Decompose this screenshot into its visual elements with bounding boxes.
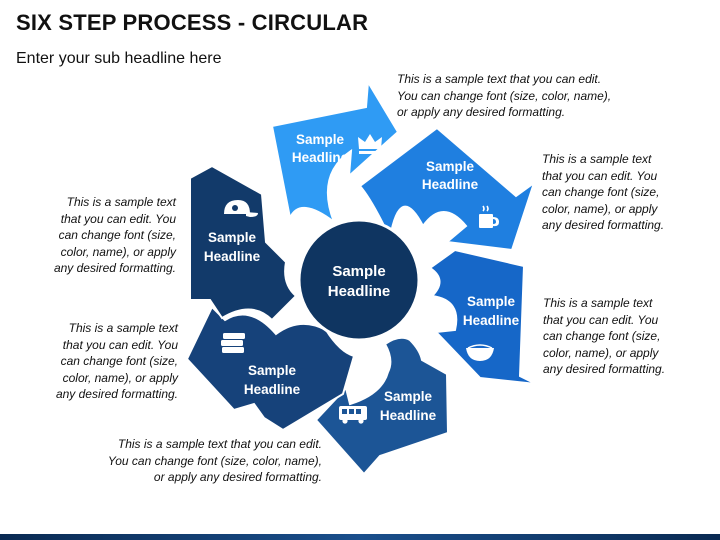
note-right-upper-line1: This is a sample text — [542, 152, 652, 166]
coffee-cup-icon — [479, 205, 499, 228]
note-right-lower-line4: color, name), or apply — [543, 345, 659, 360]
note-top: This is a sample text that you can edit.… — [397, 71, 611, 121]
segment-1-label-line2: Headline — [292, 150, 349, 165]
note-left-lower: This is a sample text that you can edit.… — [30, 320, 178, 403]
page-subtitle: Enter your sub headline here — [16, 50, 222, 67]
note-right-lower: This is a sample text that you can edit.… — [543, 295, 665, 378]
center-label-line2: Headline — [328, 283, 391, 300]
note-right-lower-line1: This is a sample text — [543, 296, 653, 310]
segment-3-label-line2: Headline — [463, 313, 520, 328]
segment-3-arrow — [428, 248, 537, 385]
segment-2[interactable]: Sample Headline — [358, 126, 536, 252]
note-right-lower-line3: can change font (size, — [543, 329, 661, 343]
note-left-upper-line3: can change font (size, — [58, 228, 176, 242]
note-right-upper-line5: any desired formatting. — [542, 218, 665, 232]
books-icon — [221, 333, 245, 353]
segment-4[interactable]: Sample Headline — [314, 336, 450, 476]
note-left-lower-line5: any desired formatting. — [55, 387, 178, 401]
segment-1-arrow — [270, 78, 400, 225]
note-left-lower-line3: can change font (size, — [60, 354, 178, 368]
note-top-line3: or apply any desired formatting. — [397, 105, 566, 119]
note-bottom-line3: or apply any desired formatting. — [153, 470, 322, 484]
bus-icon — [339, 406, 367, 424]
segment-4-arrow — [314, 336, 450, 476]
segment-5[interactable]: Sample Headline — [185, 305, 356, 432]
note-left-upper-line5: any desired formatting. — [53, 261, 176, 275]
segment-2-label-line2: Headline — [422, 177, 479, 192]
note-right-upper-line4: color, name), or apply — [542, 201, 658, 216]
note-right-lower-line5: any desired formatting. — [543, 362, 666, 376]
center-node[interactable]: Sample Headline — [297, 218, 421, 342]
segment-1-label-line1: Sample — [296, 132, 345, 147]
note-top-line1: This is a sample text that you can edit. — [397, 72, 602, 86]
note-left-upper-line2: that you can edit. You — [60, 211, 176, 226]
bottom-accent-bar — [0, 534, 720, 540]
note-left-lower-line2: that you can edit. You — [62, 337, 178, 352]
note-bottom-line2: You can change font (size, color, name), — [107, 453, 322, 468]
note-bottom-line1: This is a sample text that you can edit. — [117, 437, 322, 451]
note-top-line2: You can change font (size, color, name), — [397, 88, 612, 103]
note-right-lower-line2: that you can edit. You — [543, 312, 659, 327]
note-bottom: This is a sample text that you can edit.… — [92, 436, 322, 486]
note-left-lower-line4: color, name), or apply — [62, 370, 178, 385]
note-left-upper-line1: This is a sample text — [66, 195, 176, 209]
note-left-upper: This is a sample text that you can edit.… — [28, 194, 176, 277]
segment-3-label-line1: Sample — [467, 294, 516, 309]
segment-2-label-line1: Sample — [426, 159, 475, 174]
segment-5-label-line2: Headline — [244, 382, 301, 397]
segment-6[interactable]: Sample Headline — [189, 164, 298, 322]
segment-5-label-line1: Sample — [248, 363, 297, 378]
note-left-lower-line1: This is a sample text — [68, 321, 178, 335]
segment-6-label-line2: Headline — [204, 249, 261, 264]
note-right-upper-line3: can change font (size, — [542, 185, 660, 199]
note-left-upper-line4: color, name), or apply — [60, 244, 176, 259]
segment-3[interactable]: Sample Headline — [428, 248, 537, 385]
center-label-line1: Sample — [332, 263, 385, 280]
note-right-upper: This is a sample text that you can edit.… — [542, 151, 664, 234]
center-circle — [297, 218, 421, 342]
cap-icon — [224, 200, 258, 217]
segment-4-label-line2: Headline — [380, 408, 437, 423]
segment-6-label-line1: Sample — [208, 230, 257, 245]
crown-icon — [358, 134, 382, 154]
page-title: SIX STEP PROCESS - CIRCULAR — [16, 10, 369, 35]
segment-4-label-line1: Sample — [384, 389, 433, 404]
segment-1[interactable]: Sample Headline — [270, 78, 400, 225]
note-right-upper-line2: that you can edit. You — [542, 168, 658, 183]
bowl-icon — [466, 344, 494, 361]
segment-6-arrow — [189, 164, 298, 322]
